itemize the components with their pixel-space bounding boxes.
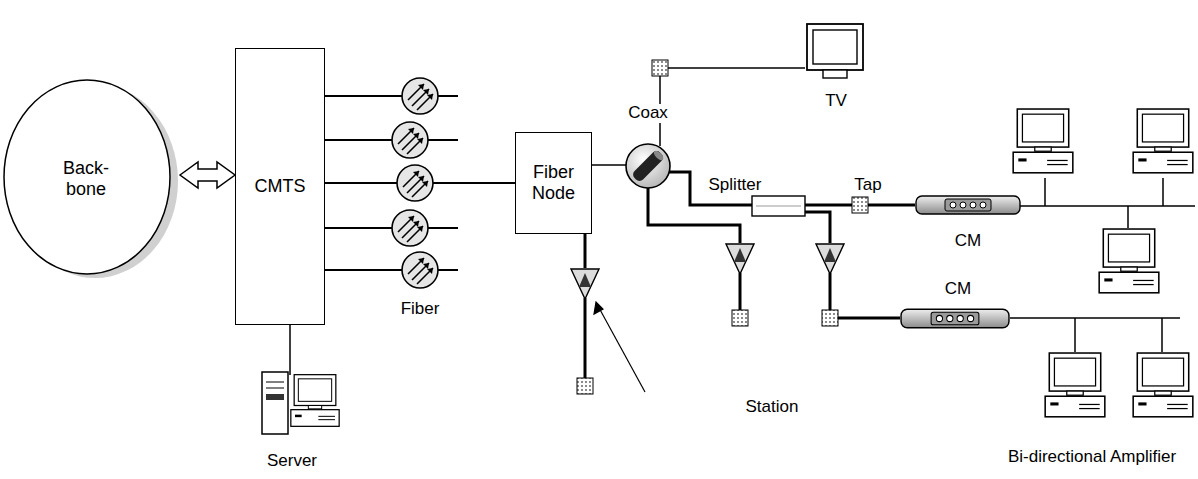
- coax-thin-lines-part: [1010, 317, 1180, 319]
- amplifier-label: Station: [744, 398, 801, 417]
- coax-trunk-lines-part: [868, 204, 915, 207]
- server-icon-part: [291, 375, 339, 427]
- coax-trunk-lines-part: [648, 187, 740, 243]
- coax-thin-lines-part: [592, 164, 628, 166]
- fiber-transceivers-part: [392, 210, 428, 246]
- node-text: Fiber Node: [524, 162, 584, 203]
- cable-modems-part: [916, 196, 1020, 214]
- station-label: Bi-directional Amplifier: [1006, 448, 1178, 467]
- amplifiers: [571, 244, 844, 299]
- fiber-transceivers-part: [402, 78, 438, 114]
- tap-boxes: [577, 60, 868, 394]
- coax-connector-part: [631, 149, 665, 183]
- workstations-part: [1045, 353, 1105, 417]
- amplifier-leader: [594, 302, 645, 392]
- tap-boxes-part: [852, 197, 868, 213]
- workstations-part: [1013, 109, 1073, 173]
- server-link: [289, 325, 291, 375]
- server-icon-part: [266, 388, 284, 389]
- cable-modems-part: [901, 309, 1009, 328]
- server-icon-part: [266, 394, 284, 400]
- coax-trunk-lines: [585, 172, 915, 378]
- cm-label: CM: [943, 280, 973, 299]
- coax-connector: [626, 144, 670, 188]
- coax-trunk-lines-part: [739, 273, 742, 310]
- ellipse-outline: [4, 80, 170, 274]
- fiber-transceivers: [392, 78, 438, 288]
- tap-boxes-part: [652, 60, 668, 76]
- node-text: Back- bone: [51, 158, 121, 199]
- amplifiers-part: [816, 244, 844, 274]
- coax-trunk-lines-part: [584, 234, 587, 268]
- splitter-box: [752, 196, 805, 216]
- coax-connector-part-part: [631, 149, 665, 183]
- fiber-transceivers-part: [392, 122, 428, 158]
- cable-modems: [901, 196, 1020, 328]
- splitter-label: Splitter: [707, 176, 764, 195]
- double-arrow: [180, 162, 235, 188]
- cm-label: CM: [953, 232, 983, 251]
- amplifiers-part: [726, 244, 754, 274]
- node-text: CMTS: [255, 176, 306, 197]
- workstations-part: [1099, 229, 1159, 293]
- coax-thin-lines: [592, 68, 1195, 352]
- tap-boxes-part: [822, 310, 838, 326]
- server-link-part: [289, 325, 291, 375]
- coax-thin-lines-part: [1020, 205, 1195, 207]
- coax-thin-lines-part: [1044, 178, 1046, 206]
- coax-trunk-lines-part: [805, 204, 852, 207]
- workstations-part: [1133, 353, 1193, 417]
- amplifier-leader-part: [594, 302, 603, 314]
- tv-monitor-part: [807, 24, 863, 78]
- amplifier-leader-part: [598, 306, 645, 392]
- splitter-box-part: [756, 206, 801, 207]
- fiber-node-box: Fiber Node: [515, 132, 592, 234]
- fiber-label: Fiber: [399, 300, 442, 319]
- coax-connector-part-part: [652, 149, 665, 162]
- coax-label: Coax: [626, 104, 670, 123]
- server-icon: [262, 372, 339, 434]
- fiber-lines: [325, 96, 458, 270]
- coax-thin-lines-part: [1161, 318, 1163, 352]
- fiber-transceivers-part: [402, 252, 438, 288]
- tv-label: TV: [823, 92, 849, 111]
- workstations: [1013, 109, 1193, 417]
- backbone-cloud: Back- bone: [2, 78, 180, 280]
- workstations-part: [1133, 109, 1193, 173]
- tap-boxes-part: [732, 310, 748, 326]
- tv-monitor: [807, 24, 863, 78]
- server-label: Server: [265, 452, 319, 471]
- tap-label: Tap: [852, 176, 883, 195]
- coax-connector-part: [626, 144, 670, 188]
- coax-trunk-lines-part: [838, 317, 900, 320]
- coax-trunk-lines-part: [584, 298, 587, 378]
- amplifiers-part: [571, 269, 599, 299]
- server-icon-part: [266, 382, 284, 383]
- fiber-transceivers-part: [397, 165, 433, 201]
- coax-trunk-lines-part: [805, 212, 830, 243]
- coax-trunk-lines-part: [829, 273, 832, 310]
- coax-thin-lines-part: [1074, 318, 1076, 352]
- cmts-box: CMTS: [235, 48, 325, 325]
- coax-thin-lines-part: [668, 67, 805, 69]
- tap-boxes-part: [577, 378, 593, 394]
- server-icon-part: [262, 372, 288, 434]
- coax-thin-lines-part: [1127, 206, 1129, 228]
- coax-thin-lines-part: [1162, 178, 1164, 206]
- splitter-box-part: [752, 196, 805, 216]
